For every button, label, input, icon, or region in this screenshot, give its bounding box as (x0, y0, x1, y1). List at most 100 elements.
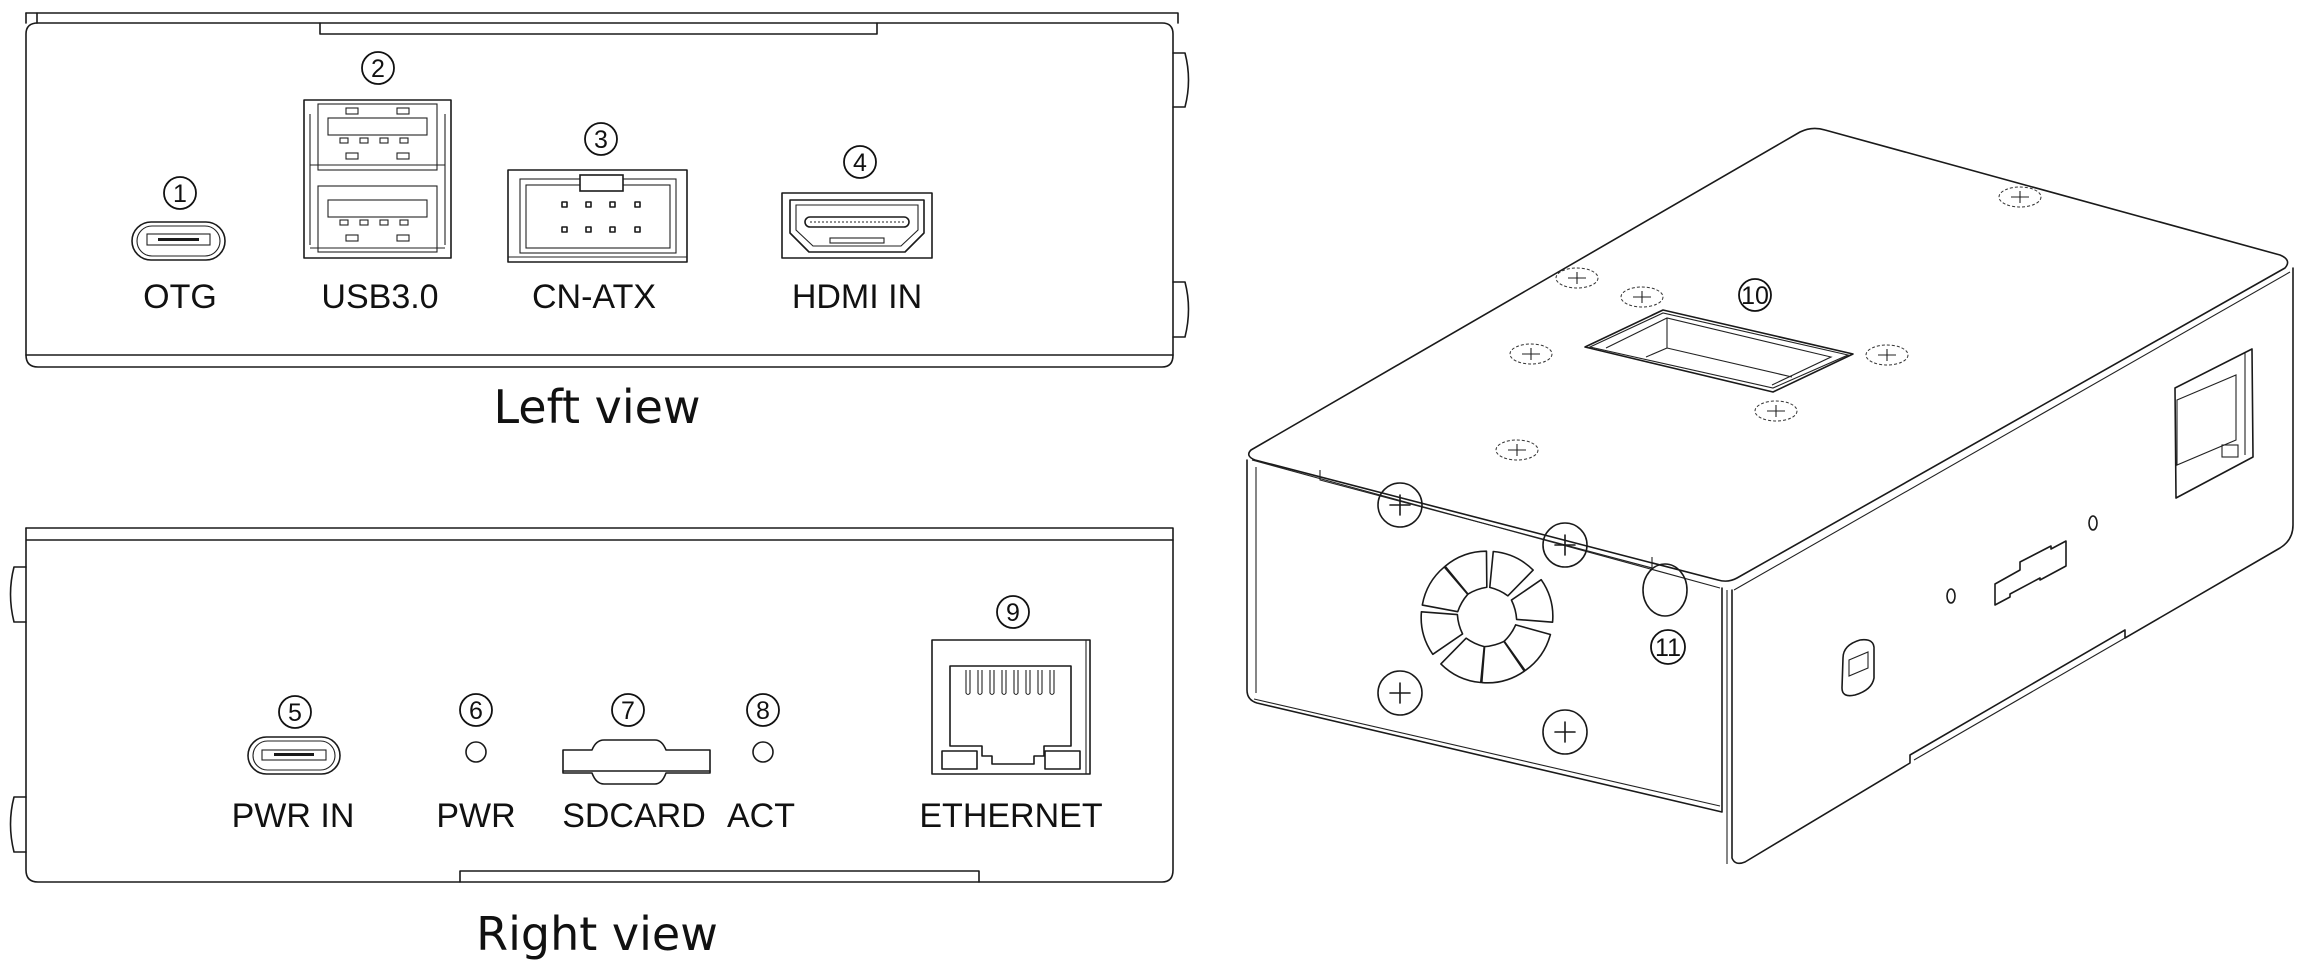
top-face (1247, 127, 2289, 582)
callout-circle (996, 595, 1030, 629)
callout-number: 9 (1006, 599, 1020, 627)
callout-circle (1738, 278, 1772, 312)
header-key (579, 174, 624, 192)
callout-number: 11 (1655, 634, 1681, 662)
pwr-led-hole-icon (1946, 588, 1956, 604)
usb-a-pin (399, 137, 409, 144)
fan-screws (1377, 482, 1588, 755)
hdmi-in-label: HDMI IN (792, 278, 922, 316)
right-panel-body (25, 527, 1174, 883)
cn-atx-label: CN-ATX (532, 278, 656, 316)
callout-number: 6 (469, 697, 483, 725)
callout-3: 3 (584, 122, 618, 156)
right-panel-knob-bottom (9, 796, 27, 853)
rj45-contacts (965, 670, 1055, 696)
usb-a-lower-shell (317, 185, 438, 253)
screw-icon (1542, 709, 1588, 755)
screw-icon (1998, 186, 2042, 208)
window-depth (1645, 318, 1793, 378)
contact (1049, 670, 1055, 696)
callout-circle (843, 145, 877, 179)
pin (609, 201, 616, 208)
usb-c-inner-shell (252, 740, 336, 771)
usb3-port (303, 99, 452, 259)
rj45-led (2221, 444, 2239, 458)
fan-vent-slot (1480, 640, 1526, 684)
screw-icon (1495, 439, 1539, 461)
left-panel-body (25, 22, 1174, 368)
usb-c-tongue (261, 749, 327, 761)
pin (561, 201, 568, 208)
cn-atx-port (507, 169, 688, 263)
window-bevel (1588, 312, 1850, 389)
usb-a-latch (345, 107, 359, 115)
rj45-led-right (1044, 750, 1081, 770)
contact (989, 670, 995, 696)
otg-label: OTG (143, 278, 217, 316)
fan-vent-slot (1421, 566, 1469, 613)
fan-vent-slot (1444, 550, 1488, 595)
left-panel-top-lip (25, 12, 1179, 24)
pin (634, 201, 641, 208)
right-panel-top-lip (25, 527, 1174, 541)
contact (1013, 670, 1019, 696)
callout-number: 2 (371, 55, 385, 83)
screw-icon (1620, 286, 1664, 308)
usb-a-pin (379, 137, 389, 144)
usb-a-latch (396, 107, 410, 115)
front-button-icon (1642, 563, 1688, 617)
usb-c-icon (131, 221, 226, 261)
hdmi-tongue (804, 216, 910, 228)
screw-icon (1542, 522, 1588, 568)
right-side-slot-inner (1913, 637, 2126, 761)
right-view-caption: Right view (476, 907, 718, 961)
callout-circle (746, 693, 780, 727)
right-view-panel: 5 PWR IN 6 PWR 7 SDCARD 8 ACT (9, 527, 1174, 883)
sd-slot-icon (1994, 540, 2067, 606)
usb-a-pin (359, 219, 369, 226)
callout-number: 4 (853, 149, 867, 177)
callout-number: 5 (288, 699, 302, 727)
right-panel-knob-top (9, 566, 27, 623)
sd-card-slot-icon (562, 739, 711, 785)
left-view-panel: 1 OTG (25, 12, 1190, 368)
hdmi-bottom-tab (829, 237, 885, 244)
left-panel-knob-top (1172, 52, 1190, 108)
screw-icon (1555, 267, 1599, 289)
callout-circle (278, 695, 312, 729)
rj45-icon (931, 639, 1091, 775)
hdmi-port (781, 192, 933, 259)
callout-number: 7 (621, 697, 635, 725)
header-shroud-inner (525, 184, 671, 249)
act-led-icon (752, 741, 774, 763)
callout-4: 4 (843, 145, 877, 179)
callout-number: 3 (594, 126, 608, 154)
side-rj45-port (2174, 348, 2254, 499)
hdmi-inner (795, 204, 919, 247)
screw-icon (1509, 343, 1553, 365)
callout-number: 10 (1741, 282, 1769, 310)
callout-number: 8 (756, 697, 770, 725)
pin (634, 226, 641, 233)
usb-a-upper-tongue (327, 117, 428, 136)
callout-circle (584, 122, 618, 156)
header-pins (561, 201, 641, 233)
top-window (1584, 309, 1854, 393)
rj45-opening (949, 665, 1072, 765)
ethernet-port (931, 639, 1091, 775)
right-side-face (1731, 267, 2294, 865)
usb-c-inner-shell (136, 225, 221, 257)
usb-a-latch (396, 234, 410, 242)
contact (1037, 670, 1043, 696)
usb-c-pins (274, 753, 314, 756)
fan-vent-slot (1488, 550, 1534, 597)
top-right-edge (1733, 271, 2291, 591)
window-inner (1605, 317, 1833, 386)
callout-7: 7 (611, 693, 645, 727)
hdmi-shell (789, 199, 925, 253)
sdcard-label: SDCARD (562, 797, 706, 835)
callout-2: 2 (361, 51, 395, 85)
pin (561, 226, 568, 233)
callout-1: 1 (163, 176, 197, 210)
